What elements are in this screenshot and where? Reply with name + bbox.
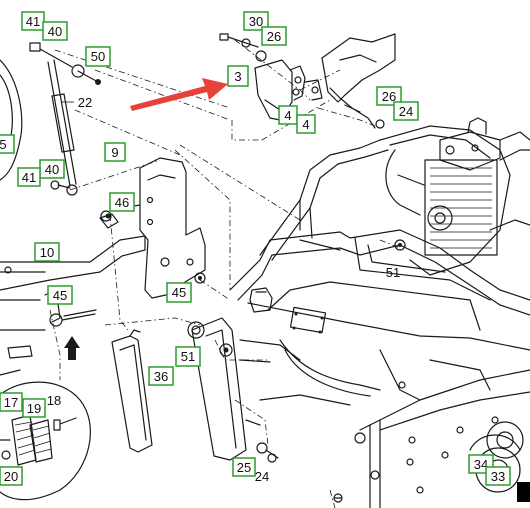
svg-text:51: 51 (386, 265, 400, 280)
link-10 (0, 235, 146, 376)
motor-gearbox (379, 117, 530, 276)
svg-text:18: 18 (47, 393, 61, 408)
svg-text:9: 9 (111, 145, 118, 160)
main-frame (229, 139, 530, 508)
upright-36 (111, 329, 153, 453)
svg-text:41: 41 (22, 170, 36, 185)
callout-3[interactable]: 3 (227, 65, 249, 87)
callout-46[interactable]: 46 (109, 192, 135, 212)
callout-22[interactable]: 22 (72, 93, 98, 111)
callout-10[interactable]: 10 (34, 242, 60, 262)
callout-17[interactable]: 17 (0, 392, 23, 412)
svg-text:10: 10 (40, 245, 54, 260)
callout-edge-right (517, 482, 530, 502)
svg-text:36: 36 (154, 369, 168, 384)
callout-24-top[interactable]: 24 (393, 101, 419, 121)
svg-text:22: 22 (78, 95, 92, 110)
callouts: 41 40 50 22 30 26 3 4 (0, 11, 530, 502)
svg-text:40: 40 (45, 162, 59, 177)
assembly-lines (49, 39, 401, 508)
upright-plate (187, 317, 279, 463)
callout-5[interactable]: 5 (0, 134, 15, 154)
callout-24-bottom[interactable]: 24 (250, 467, 274, 485)
callout-30[interactable]: 30 (243, 11, 269, 31)
callout-41[interactable]: 41 (21, 11, 45, 31)
svg-text:40: 40 (48, 24, 62, 39)
svg-text:46: 46 (115, 195, 129, 210)
callout-25[interactable]: 25 (232, 457, 256, 477)
svg-text:26: 26 (267, 29, 281, 44)
bolt-30 (219, 33, 267, 62)
callout-26-right[interactable]: 26 (376, 86, 402, 106)
svg-text:33: 33 (491, 469, 505, 484)
svg-text:4: 4 (284, 108, 291, 123)
callout-36[interactable]: 36 (148, 366, 174, 386)
svg-text:50: 50 (91, 49, 105, 64)
callout-18[interactable]: 18 (42, 391, 66, 409)
svg-text:30: 30 (249, 14, 263, 29)
svg-text:3: 3 (234, 69, 241, 84)
callout-33[interactable]: 33 (485, 466, 511, 486)
callout-40[interactable]: 40 (42, 21, 68, 41)
bottom-bolt (333, 493, 343, 503)
svg-text:45: 45 (172, 285, 186, 300)
pointer-arrow (130, 78, 228, 111)
svg-text:24: 24 (399, 104, 413, 119)
svg-text:4: 4 (302, 117, 309, 132)
svg-text:20: 20 (4, 469, 18, 484)
callout-20[interactable]: 20 (0, 466, 23, 486)
callout-40-lower[interactable]: 40 (39, 159, 65, 179)
svg-text:34: 34 (474, 457, 488, 472)
svg-text:24: 24 (255, 469, 269, 484)
detail-view (0, 381, 91, 501)
callout-45-right[interactable]: 45 (166, 282, 192, 303)
svg-text:41: 41 (26, 14, 40, 29)
callout-41-lower[interactable]: 41 (17, 167, 41, 187)
upper-right-bracket (321, 33, 396, 129)
callout-19[interactable]: 19 (22, 398, 46, 418)
svg-text:5: 5 (0, 137, 7, 152)
nut-51 (194, 239, 406, 284)
callout-4-left[interactable]: 4 (278, 105, 298, 125)
callout-51-upright[interactable]: 51 (175, 346, 201, 367)
svg-text:26: 26 (382, 89, 396, 104)
callout-4-right[interactable]: 4 (296, 114, 316, 134)
up-arrow (64, 336, 80, 360)
callout-45-left[interactable]: 45 (47, 285, 73, 305)
left-disc (0, 59, 23, 181)
callout-50[interactable]: 50 (85, 46, 111, 67)
spring-rod (29, 42, 101, 196)
svg-text:17: 17 (4, 395, 18, 410)
callout-26[interactable]: 26 (261, 26, 287, 46)
bracket-9 (99, 157, 206, 299)
svg-text:45: 45 (53, 288, 67, 303)
svg-text:19: 19 (27, 401, 41, 416)
callout-51-frame[interactable]: 51 (380, 263, 406, 281)
svg-text:51: 51 (181, 349, 195, 364)
svg-text:25: 25 (237, 460, 251, 475)
callout-9[interactable]: 9 (104, 142, 126, 162)
